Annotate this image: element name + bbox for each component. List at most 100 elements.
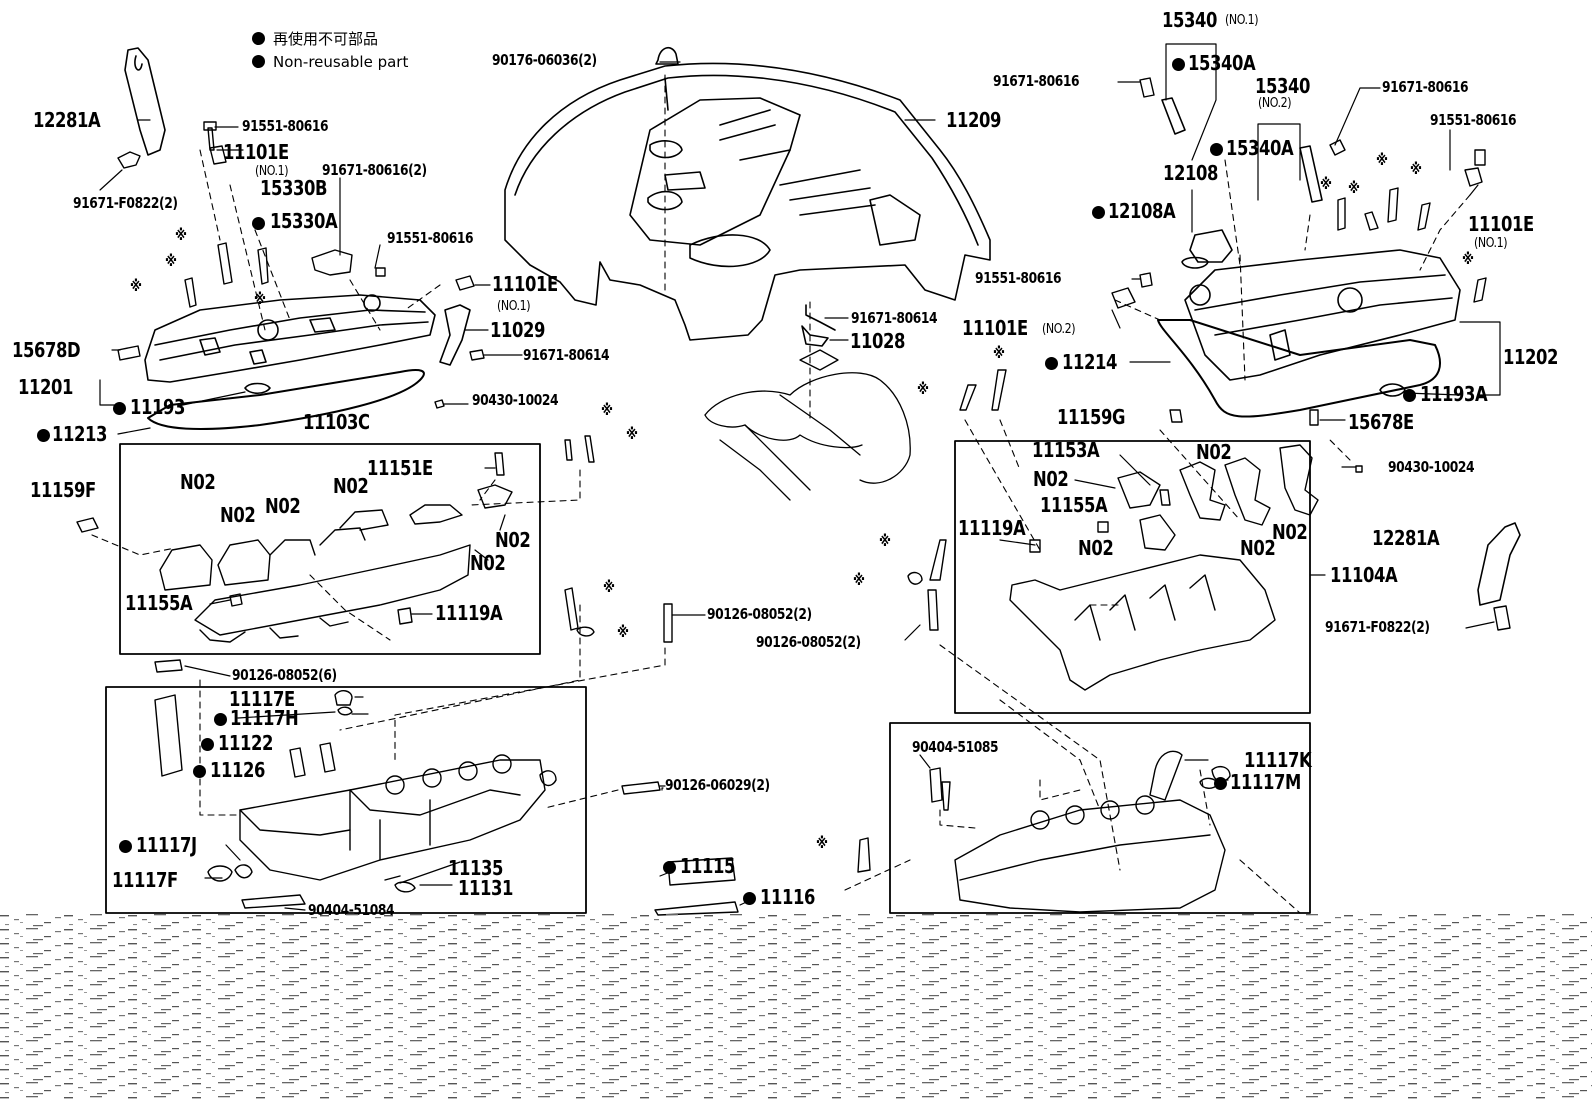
part-label: 11193 — [130, 395, 186, 419]
bullet-icon — [201, 736, 222, 754]
asterisk-icon: ※ — [130, 277, 142, 295]
part-label: 11151E — [367, 456, 433, 480]
asterisk-icon: ※ — [254, 290, 266, 308]
part-label: 11104A — [1330, 563, 1398, 587]
part-label: 11103C — [303, 410, 370, 434]
part-label: 15678D — [12, 338, 81, 362]
fasteners — [76, 77, 1511, 916]
asterisk-icon: ※ — [165, 252, 177, 270]
part-label: 91671-80614 — [523, 346, 610, 364]
part-label: 11135 — [448, 856, 504, 880]
part-label: N02 — [220, 503, 256, 527]
part-label: 11159F — [30, 478, 96, 502]
part-label: 90430-10024 — [1388, 458, 1475, 476]
part-label: 91551-80616 — [1430, 111, 1517, 129]
bullet-icon — [1210, 141, 1231, 159]
box-camshaft-housing-left — [119, 443, 541, 655]
asterisk-icon: ※ — [1320, 175, 1332, 193]
part-label: 91671-F0822(2) — [73, 194, 178, 212]
bullet-icon — [193, 763, 214, 781]
part-label: 12281A — [33, 108, 101, 132]
intake-sketch — [704, 349, 911, 501]
part-label: 11117H — [230, 706, 299, 730]
part-label: 11101E — [1468, 212, 1534, 236]
part-label: 11116 — [760, 885, 816, 909]
part-label: 91671-80614 — [851, 309, 938, 327]
asterisk-icon: ※ — [879, 532, 891, 550]
ocv-15340-no2 — [1299, 145, 1323, 203]
part-label: 91671-80616 — [993, 72, 1080, 90]
part-label: 11117J — [136, 833, 197, 857]
part-label: 11214 — [1062, 350, 1118, 374]
asterisk-icon: ※ — [601, 401, 613, 419]
part-label: 15340A — [1188, 51, 1256, 75]
bullet-icon — [37, 427, 58, 445]
part-label: 91551-80616 — [975, 269, 1062, 287]
part-label: 12281A — [1372, 526, 1440, 550]
leader-lines — [99, 43, 1501, 911]
asterisk-icon: ※ — [626, 425, 638, 443]
part-label: (NO.1) — [497, 299, 531, 314]
asterisk-icon: ※ — [617, 623, 629, 641]
part-label: 91551-80616 — [387, 229, 474, 247]
legend-non-reusable-en: Non-reusable part — [252, 53, 408, 71]
part-label: N02 — [180, 470, 216, 494]
legend-text-jp: 再使用不可部品 — [273, 30, 379, 48]
bullet-icon — [252, 55, 265, 68]
part-label: (NO.2) — [1042, 322, 1076, 337]
part-label: 11119A — [435, 601, 503, 625]
part-label: 90126-08052(2) — [707, 605, 812, 623]
bullet-icon — [113, 400, 134, 418]
part-label: N02 — [1033, 467, 1069, 491]
part-label: 11115 — [680, 854, 736, 878]
valve-cover-left — [144, 294, 436, 383]
part-label: 15340 — [1255, 74, 1311, 98]
part-label: 11155A — [1040, 493, 1108, 517]
bullet-icon — [663, 859, 684, 877]
bracket-11028 — [805, 304, 836, 331]
part-label: 11213 — [52, 422, 108, 446]
part-label: 11101E — [492, 272, 558, 296]
part-label: 11117E — [229, 687, 295, 711]
part-label: 90404-51085 — [912, 738, 999, 756]
part-label: 11155A — [125, 591, 193, 615]
part-label: 15330A — [270, 209, 338, 233]
part-label: 11122 — [218, 731, 274, 755]
bullet-icon — [1045, 355, 1066, 373]
asterisk-icon: ※ — [175, 226, 187, 244]
part-label: 12108 — [1163, 161, 1219, 185]
bracket-12281a-right — [1477, 522, 1521, 606]
gasket-11193 — [244, 382, 271, 395]
part-label: 11028 — [850, 329, 906, 353]
asterisk-icon: ※ — [1348, 179, 1360, 197]
part-label: 11131 — [458, 876, 514, 900]
part-label: 11159G — [1057, 405, 1126, 429]
part-label: N02 — [1078, 536, 1114, 560]
dashed-lines — [91, 69, 1471, 914]
asterisk-icon: ※ — [1376, 151, 1388, 169]
part-label: 11153A — [1032, 438, 1100, 462]
part-label: 11209 — [946, 108, 1002, 132]
asterisk-icon: ※ — [1410, 160, 1422, 178]
part-label: (NO.1) — [1225, 13, 1259, 28]
part-label: 91551-80616 — [242, 117, 329, 135]
part-label: 90176-06036(2) — [492, 51, 597, 69]
valve-cover-right — [1184, 249, 1461, 381]
part-label: (NO.2) — [1258, 96, 1292, 111]
part-label: 11117M — [1230, 770, 1301, 794]
engine-cover-11209 — [504, 62, 991, 341]
bullet-icon — [119, 838, 140, 856]
part-label: 15330B — [260, 176, 328, 200]
part-label: N02 — [265, 494, 301, 518]
bracket-11029 — [439, 304, 471, 366]
part-label: 91671-80616 — [1382, 78, 1469, 96]
part-label: 11117K — [1244, 748, 1312, 772]
bullet-icon — [1092, 204, 1113, 222]
asterisk-icon: ※ — [1462, 250, 1474, 268]
part-label: 11117F — [112, 868, 178, 892]
part-label: 11202 — [1503, 345, 1559, 369]
bullet-icon — [743, 890, 764, 908]
bullet-icon — [214, 711, 235, 729]
part-label: N02 — [470, 551, 506, 575]
